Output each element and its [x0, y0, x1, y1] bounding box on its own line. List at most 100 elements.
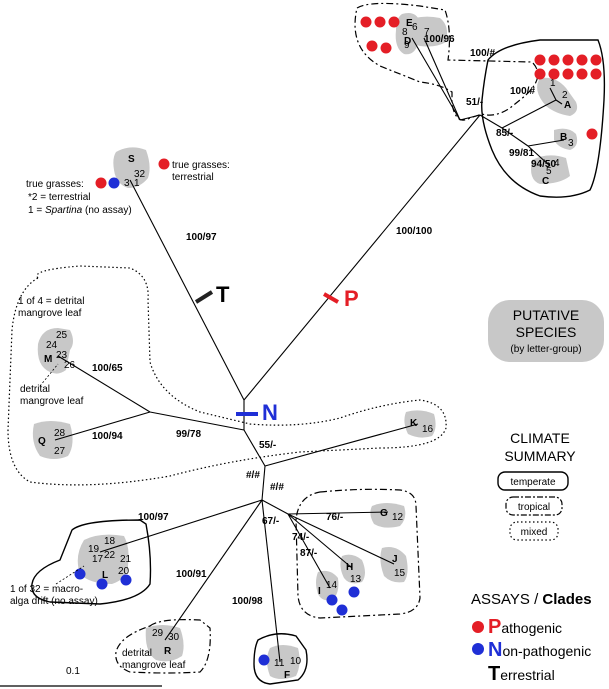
support-values: 100/96 100/# 100/# 51/- 85/- 99/81 94/50… — [92, 34, 556, 607]
clade-outline-ghij-tropical — [295, 488, 421, 619]
mixed-key — [509, 521, 559, 541]
support-value: 85/- — [496, 128, 513, 139]
tropical-key-label: tropical — [518, 502, 550, 513]
tip-number: 21 — [120, 554, 132, 565]
scale-bar-label: 0.1 — [66, 666, 80, 677]
species-blob-h — [340, 554, 365, 584]
tip-number: 20 — [118, 566, 130, 577]
tip-number: 13 — [350, 574, 362, 585]
tip-number: 30 — [168, 632, 180, 643]
pathogenic-dot — [366, 40, 378, 52]
tip-number: 23 — [56, 350, 68, 361]
species-letter: F — [284, 670, 290, 681]
species-letter: E — [406, 18, 413, 29]
tip-number: 5 — [546, 166, 552, 177]
tip-number: 15 — [394, 568, 406, 579]
nonpathogenic-legend-label: Non-pathogenic — [488, 639, 591, 661]
tip-number: 9 — [404, 40, 410, 51]
tip-number: 1 — [550, 78, 556, 89]
pathogenic-legend-label: Pathogenic — [488, 616, 562, 638]
species-letter: R — [164, 646, 172, 657]
species-blobs — [32, 13, 578, 679]
pathogenic-dot — [534, 54, 546, 66]
climate-summary-title: SUMMARY — [504, 448, 576, 464]
pathogenic-legend-dot — [472, 621, 484, 633]
pathogenic-dot — [562, 54, 574, 66]
support-value: 99/78 — [176, 429, 201, 440]
pathogenic-dot — [360, 16, 372, 28]
nonpathogenic-dot — [96, 578, 108, 590]
support-value: 94/50 — [531, 159, 556, 170]
support-value: 100/65 — [92, 363, 123, 374]
tip-number: 7 — [424, 27, 430, 38]
support-value: 87/- — [300, 548, 317, 559]
clade-outline-r-tropical — [115, 619, 211, 674]
note-m-top: 1 of 4 = detrital — [18, 296, 84, 307]
species-blob-s — [113, 147, 150, 188]
tip-number: 16 — [422, 424, 434, 435]
species-letter: A — [564, 100, 571, 111]
pathogenic-dot — [548, 68, 560, 80]
tip-number: 4 — [554, 158, 560, 169]
terrestrial-marker-label: T — [216, 282, 230, 307]
note-m-bottom: detrital — [20, 384, 50, 395]
tip-number: 32 — [134, 169, 146, 180]
mixed-key-label: mixed — [521, 527, 548, 538]
nonpathogenic-dot — [108, 177, 120, 189]
assay-dots — [74, 16, 602, 666]
tip-number: 8 — [402, 27, 408, 38]
pathogenic-dot — [576, 68, 588, 80]
species-labels: E 8 9 6 7 D 1 2 A B 3 4 5 C S 32 3 1 24 … — [38, 18, 574, 681]
species-blob-j — [380, 547, 408, 583]
nonpathogenic-dot — [120, 574, 132, 586]
putative-species-label: SPECIES — [516, 324, 577, 340]
species-letter: J — [392, 554, 398, 565]
pathogenic-dot — [534, 68, 546, 80]
tip-number: 22 — [104, 550, 116, 561]
species-letter: I — [318, 586, 321, 597]
nonpathogenic-dot — [74, 568, 86, 580]
species-letter: D — [404, 36, 411, 47]
tip-number: 17 — [92, 554, 104, 565]
nonpathogenic-dot — [348, 586, 360, 598]
temperate-key — [497, 471, 569, 491]
pathogenic-dot — [158, 158, 170, 170]
nonpathogenic-marker-label: N — [262, 400, 278, 425]
species-letter: L — [102, 570, 108, 581]
legend: PUTATIVE SPECIES (by letter-group) CLIMA… — [471, 300, 604, 685]
species-blob-f — [267, 645, 300, 679]
support-value: 55/- — [259, 440, 276, 451]
species-blob-c — [531, 155, 570, 184]
putative-species-swatch — [488, 300, 604, 362]
note-m-bottom: mangrove leaf — [20, 396, 84, 407]
support-value: 100/96 — [424, 34, 455, 45]
terrestrial-legend-label: Terrestrial — [488, 663, 555, 685]
support-value: 100/100 — [396, 226, 433, 237]
species-blob-d — [404, 16, 448, 47]
tip-number: 3 — [124, 178, 130, 189]
note-l: 1 of 32 = macro- — [10, 584, 83, 595]
species-letter: M — [44, 354, 52, 365]
support-value: 100/94 — [92, 431, 123, 442]
note-m-leader — [39, 363, 59, 387]
nonpathogenic-legend-dot — [472, 643, 484, 655]
clade-outline-l-temperate — [31, 519, 152, 605]
tip-number: 24 — [46, 340, 58, 351]
climate-summary-title: CLIMATE — [510, 430, 570, 446]
species-letter: G — [380, 508, 388, 519]
tip-number: 26 — [64, 360, 76, 371]
pathogenic-dot — [590, 54, 602, 66]
support-value: 76/- — [326, 512, 343, 523]
clade-outline-mqk-mixed — [7, 265, 447, 486]
clade-outline-abc-temperate — [481, 39, 606, 198]
tip-number: 27 — [54, 446, 66, 457]
species-letter: H — [346, 562, 353, 573]
tip-number: 10 — [290, 656, 302, 667]
pathogenic-dot — [586, 128, 598, 140]
tip-number: 14 — [326, 580, 338, 591]
pathogenic-dot — [548, 54, 560, 66]
pathogenic-dot — [562, 68, 574, 80]
pathogenic-dot — [374, 16, 386, 28]
tip-number: 2 — [562, 90, 568, 101]
species-blob-i — [316, 570, 339, 601]
